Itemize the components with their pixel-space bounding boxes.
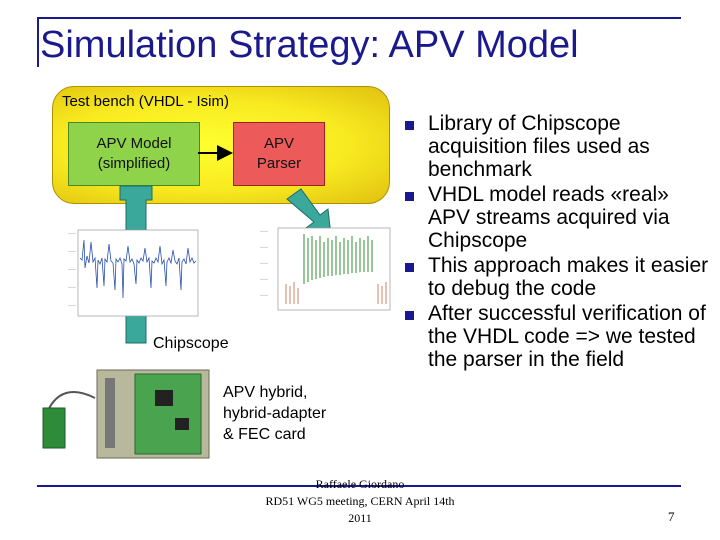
bullet-item: After successful verification of the VHD… [404,302,714,371]
bullet-text: Library of Chipscope acquisition files u… [428,112,650,181]
svg-text:——: —— [68,302,76,307]
chart2-axis-ticks: —— —— —— —— —— [260,228,268,297]
apv-stream-chart-blue: —— —— —— —— —— [68,228,200,326]
hardware-label: APV hybrid, hybrid-adapter & FEC card [223,383,326,445]
bullet-item: Library of Chipscope acquisition files u… [404,112,714,181]
hardware-label-line3: & FEC card [223,425,326,446]
svg-text:——: —— [68,284,76,289]
hardware-label-line2: hybrid-adapter [223,404,326,425]
svg-text:——: —— [260,292,268,297]
bullet-list: Library of Chipscope acquisition files u… [404,112,714,373]
bullet-square-icon [405,121,414,130]
bullet-text: VHDL model reads «real» APV streams acqu… [428,183,670,252]
bullet-item: This approach makes it easier to debug t… [404,254,714,300]
bullet-square-icon [405,263,414,272]
chart1-axis-ticks: —— —— —— —— —— [68,230,76,307]
page-number: 7 [668,509,675,525]
svg-text:——: —— [260,228,268,233]
chipscope-label: Chipscope [153,335,229,353]
svg-text:——: —— [260,244,268,249]
photo-chip-2 [175,418,189,430]
bullet-square-icon [405,311,414,320]
bullet-text: After successful verification of the VHD… [428,302,706,371]
svg-text:——: —— [68,248,76,253]
photo-connector [105,378,115,448]
chart2-frame [278,228,390,310]
footer: Raffaele Giordano RD51 WG5 meeting, CERN… [0,476,720,527]
footer-author: Raffaele Giordano [0,476,720,493]
hardware-label-line1: APV hybrid, [223,383,326,404]
footer-event: RD51 WG5 meeting, CERN April 14th [0,493,720,510]
apv-stream-chart-green: —— —— —— —— —— [248,224,394,324]
photo-hybrid-board [43,408,65,448]
footer-year: 2011 [0,510,720,527]
svg-text:——: —— [68,230,76,235]
svg-text:——: —— [68,266,76,271]
photo-chip [155,390,173,406]
bullet-item: VHDL model reads «real» APV streams acqu… [404,183,714,252]
svg-text:——: —— [260,260,268,265]
photo-fec-pcb [135,374,201,454]
bullet-text: This approach makes it easier to debug t… [428,254,708,300]
bullet-square-icon [405,192,414,201]
svg-text:——: —— [260,276,268,281]
